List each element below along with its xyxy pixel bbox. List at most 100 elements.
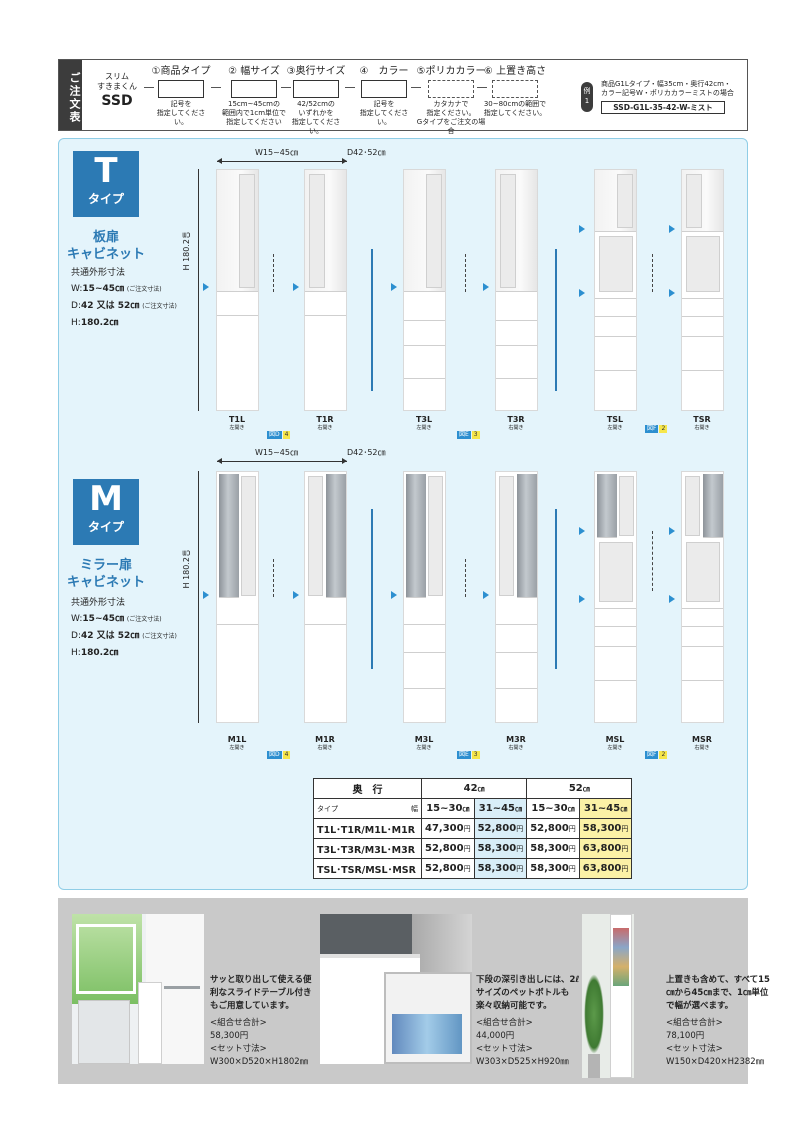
width-col: 15~30㎝: [421, 798, 475, 819]
height-dimension-line: [198, 169, 199, 411]
cabinet-msr: [681, 471, 724, 723]
arrow-icon: [203, 283, 209, 291]
step-top-height: ⑥ 上置き高さ 30~80cmの範囲で 指定してください。: [483, 66, 547, 117]
arrow-icon: [579, 595, 585, 603]
arrow-icon: [483, 283, 489, 291]
cabinet-t3r: [495, 169, 538, 411]
cabinet-t1l: [216, 169, 259, 411]
cabinet-m1l: [216, 471, 259, 723]
product-code: SSD: [101, 93, 133, 109]
arrow-icon: [579, 527, 585, 535]
height-dimension-line: [198, 471, 199, 723]
dashed-separator: [465, 559, 466, 597]
dashed-separator: [273, 254, 274, 292]
depth-42-header: 42㎝: [420, 778, 528, 799]
product-label: スリム すきまくん: [97, 72, 137, 91]
arrow-icon: [203, 591, 209, 599]
product-name: スリム すきまくん SSD: [93, 72, 141, 110]
spec-t: 共通外形寸法 W:15~45㎝ (ご注文寸法) D:42 又は 52㎝ (ご注文…: [71, 268, 177, 328]
arrow-icon: [391, 283, 397, 291]
arrow-icon: [293, 283, 299, 291]
width-col: 31~45㎝: [473, 798, 528, 819]
separator: [477, 87, 487, 88]
group-divider: [371, 509, 373, 669]
order-example: 例 1 商品G1Lタイプ・幅35cm・奥行42cm・ カラー記号W・ポリカカラー…: [581, 80, 741, 116]
arrow-icon: [669, 595, 675, 603]
height-dimension: H 180.2㎝: [182, 549, 191, 589]
group-divider: [555, 249, 557, 391]
feature-text-3: 上置きも含めて、すべて15㎝から45㎝まで、1㎝単位で幅が選べます。 <組合せ合…: [666, 975, 770, 1067]
feature-text-2: 下段の深引き出しには、2ℓサイズのペットボトルも楽々収納可能です。 <組合せ合計…: [476, 975, 580, 1067]
cabinet-m3l: [403, 471, 446, 723]
width-size-field[interactable]: [231, 80, 277, 98]
feature-text-1: サッと取り出して使える便利なスライドテーブル付きもご用意しています。 <組合せ合…: [210, 975, 312, 1067]
feature-photo-2: [320, 914, 472, 1064]
feature-band: サッと取り出して使える便利なスライドテーブル付きもご用意しています。 <組合せ合…: [58, 898, 770, 1084]
separator: [411, 87, 421, 88]
type-width-header: タイプ幅: [313, 798, 422, 819]
width-dimension-line: [217, 158, 347, 164]
arrow-icon: [293, 591, 299, 599]
table-row: T3L･T3R/M3L･M3R 52,800円 58,300円 58,300円 …: [313, 838, 633, 859]
cabinet-m3r: [495, 471, 538, 723]
top-height-field[interactable]: [492, 80, 538, 98]
product-panel: T タイプ 板扉 キャビネット 共通外形寸法 W:15~45㎝ (ご注文寸法) …: [58, 138, 748, 890]
arrow-icon: [669, 225, 675, 233]
separator: [281, 87, 291, 88]
group-divider: [555, 509, 557, 669]
type-badge-t: T タイプ: [73, 151, 139, 217]
height-dimension: H 180.2㎝: [182, 231, 191, 271]
cabinet-t1r: [304, 169, 347, 411]
product-type-field[interactable]: [158, 80, 204, 98]
cabinet-tsr: [681, 169, 724, 411]
spec-m: 共通外形寸法 W:15~45㎝ (ご注文寸法) D:42 又は 52㎝ (ご注文…: [71, 598, 177, 658]
arrow-icon: [669, 289, 675, 297]
example-note: 商品G1Lタイプ・幅35cm・奥行42cm・ カラー記号W・ポリカカラーミストの…: [601, 80, 734, 97]
arrow-icon: [391, 591, 397, 599]
type-name-t: 板扉 キャビネット: [66, 230, 145, 262]
cabinet-tsl: [594, 169, 637, 411]
separator: [211, 87, 221, 88]
depth-52-header: 52㎝: [526, 778, 633, 799]
cabinet-t3l: [403, 169, 446, 411]
width-dimension-line: [217, 458, 347, 464]
width-col: 15~30㎝: [526, 798, 580, 819]
polycarbonate-color-field[interactable]: [428, 80, 474, 98]
feature-photo-1: [72, 914, 204, 1064]
dashed-separator: [652, 254, 653, 292]
example-code: SSD-G1L-35-42-W-ミスト: [601, 101, 725, 114]
cabinet-msl: [594, 471, 637, 723]
arrow-icon: [483, 591, 489, 599]
type-name-m: ミラー扉 キャビネット: [66, 558, 145, 590]
order-form-bar: ご注文表 スリム すきまくん SSD ①商品タイプ 記号を 指定してください。 …: [58, 59, 748, 135]
width-col: 31~45㎝: [578, 798, 633, 819]
depth-size-field[interactable]: [293, 80, 339, 98]
depth-header: 奥 行: [313, 778, 422, 799]
arrow-icon: [669, 527, 675, 535]
step-polycarbonate-color: ⑤ポリカカラー カタカナで 指定ください。 Gタイプをご注文の場合: [416, 66, 486, 135]
example-badge: 例 1: [581, 82, 593, 112]
depth-dimension: D42･52㎝: [347, 148, 386, 157]
depth-dimension: D42･52㎝: [347, 448, 386, 457]
dashed-separator: [465, 254, 466, 292]
width-dimension: W15~45㎝: [255, 448, 298, 457]
separator: [345, 87, 355, 88]
separator: [144, 87, 154, 88]
color-field[interactable]: [361, 80, 407, 98]
order-tab: ご注文表: [59, 60, 82, 130]
dashed-separator: [652, 531, 653, 591]
